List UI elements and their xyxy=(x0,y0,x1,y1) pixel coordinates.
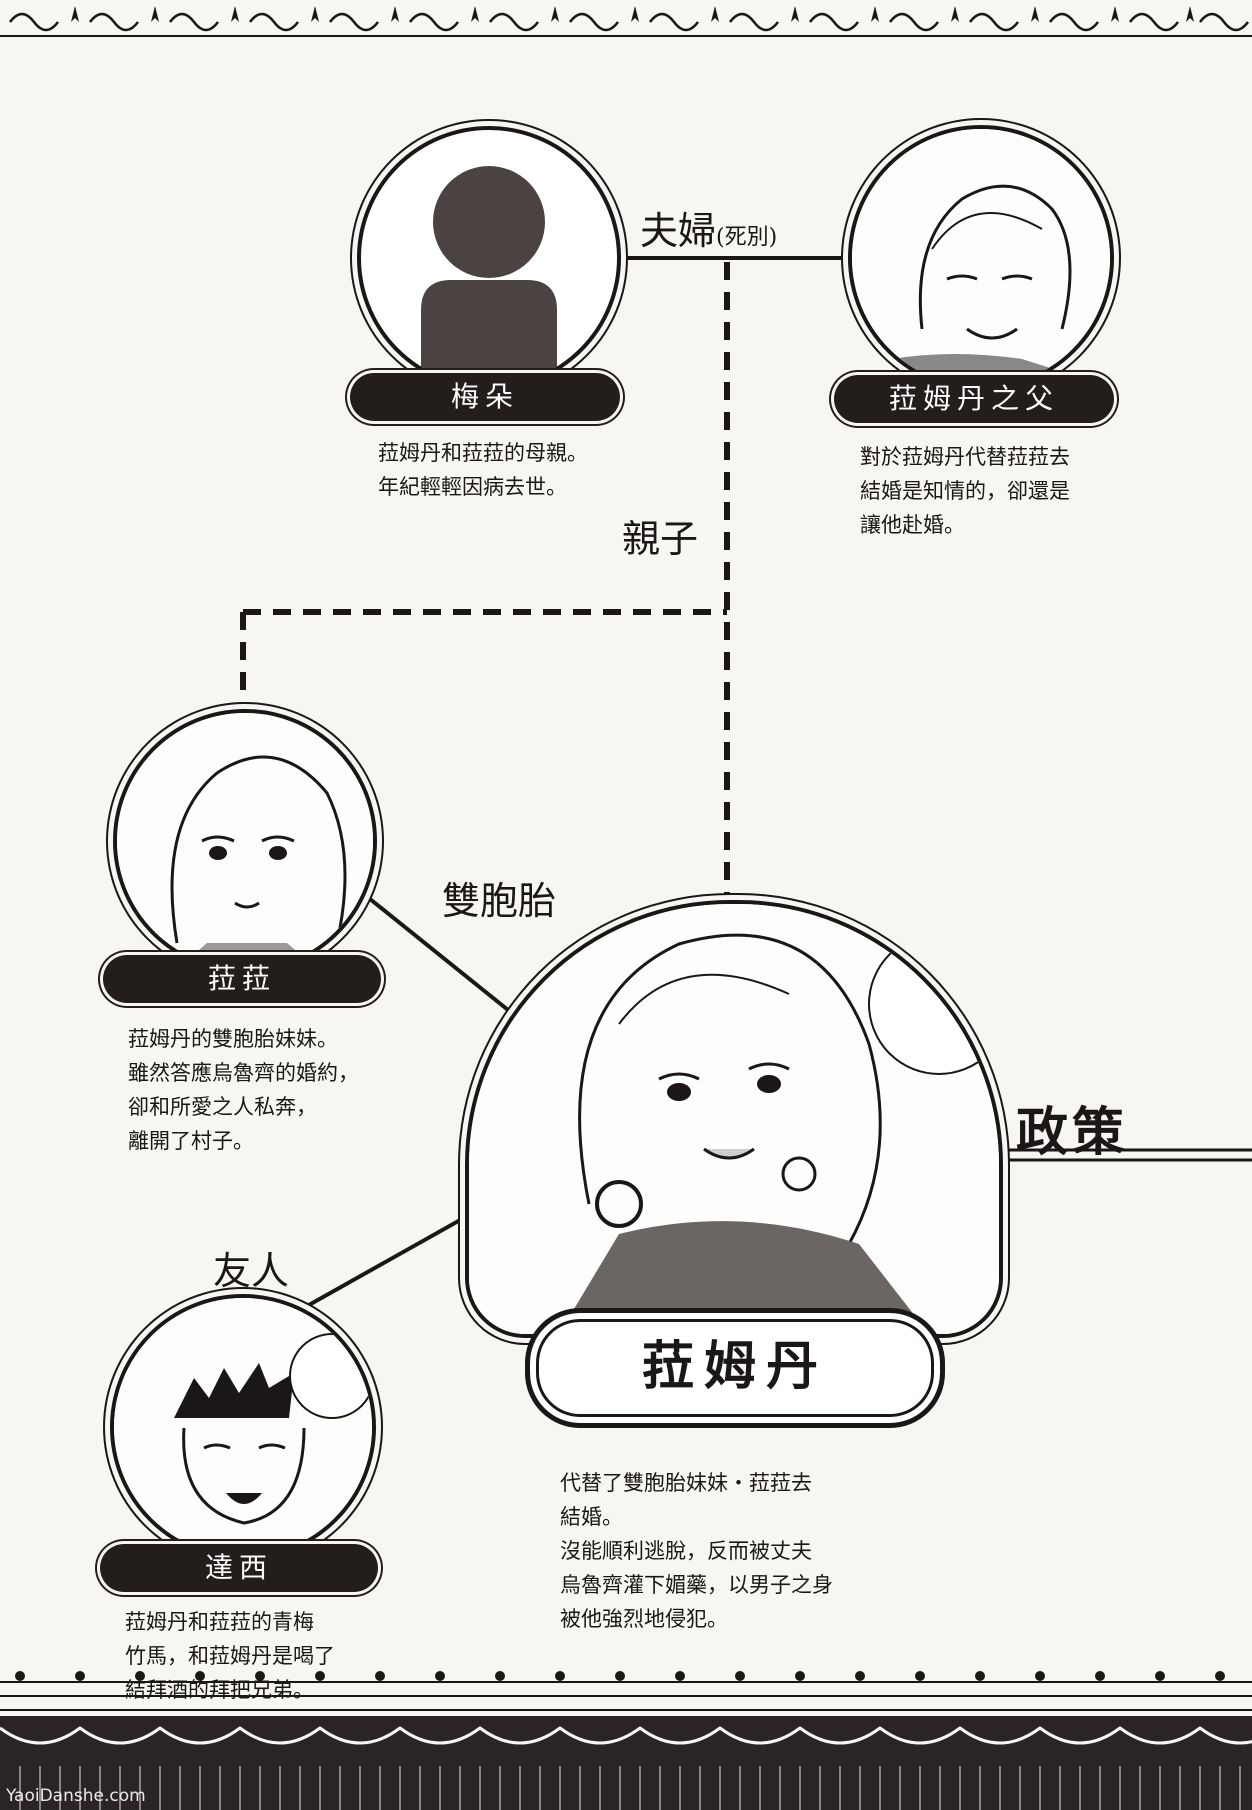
twins-label: 雙胞胎 xyxy=(442,879,557,923)
sister-name: 菈菈 xyxy=(207,962,276,995)
friend-name-plate: 達西 xyxy=(100,1544,378,1592)
parent-child-label: 親子 xyxy=(622,517,699,561)
mother-description: 菈姆丹和菈菈的母親。 年紀輕輕因病去世。 xyxy=(378,441,588,499)
friend-portrait xyxy=(110,1294,376,1560)
silhouette-icon xyxy=(421,166,557,386)
father-name-plate: 菈姆丹之父 xyxy=(834,375,1114,423)
mother-portrait xyxy=(357,126,621,390)
character-sketch-icon xyxy=(469,904,999,1334)
protagonist-portrait xyxy=(465,900,1003,1338)
top-ornament-border xyxy=(0,6,1252,37)
character-sketch-icon xyxy=(117,713,373,969)
father-portrait xyxy=(848,125,1114,391)
spouse-note: (死別) xyxy=(716,225,778,250)
protagonist-name: 菈姆丹 xyxy=(641,1336,828,1397)
friend-label: 友人 xyxy=(213,1249,290,1293)
protagonist-description: 代替了雙胞胎妹妹・菈菈去 結婚。 沒能順利逃脫，反而被丈夫 烏魯齊灌下媚藥，以男… xyxy=(560,1471,833,1631)
sister-name-plate: 菈菈 xyxy=(103,955,381,1003)
father-name: 菈姆丹之父 xyxy=(888,382,1059,415)
mother-name-plate: 梅朵 xyxy=(350,373,620,421)
character-sketch-icon xyxy=(852,129,1110,387)
spouse-text: 夫婦 xyxy=(640,209,717,253)
character-sketch-icon xyxy=(114,1298,372,1556)
friend-description: 菈姆丹和菈菈的青梅 竹馬，和菈姆丹是喝了 結拜酒的拜把兄弟。 xyxy=(125,1610,335,1702)
mother-name: 梅朵 xyxy=(450,380,519,413)
bottom-ornament-border xyxy=(0,1671,1252,1810)
sister-portrait xyxy=(113,709,377,973)
father-description: 對於菈姆丹代替菈菈去 結婚是知情的，卻還是 讓他赴婚。 xyxy=(860,445,1070,537)
spouse-label: 夫婦(死別) xyxy=(640,200,777,255)
policy-label: 政策 xyxy=(1016,1102,1129,1163)
friend-name: 達西 xyxy=(204,1551,273,1584)
protagonist-name-plate: 菈姆丹 xyxy=(525,1308,945,1428)
watermark: YaoiDanshe.com xyxy=(6,1786,146,1806)
sister-description: 菈姆丹的雙胞胎妹妹。 雖然答應烏魯齊的婚約， 卻和所愛之人私奔， 離開了村子。 xyxy=(128,1027,359,1153)
